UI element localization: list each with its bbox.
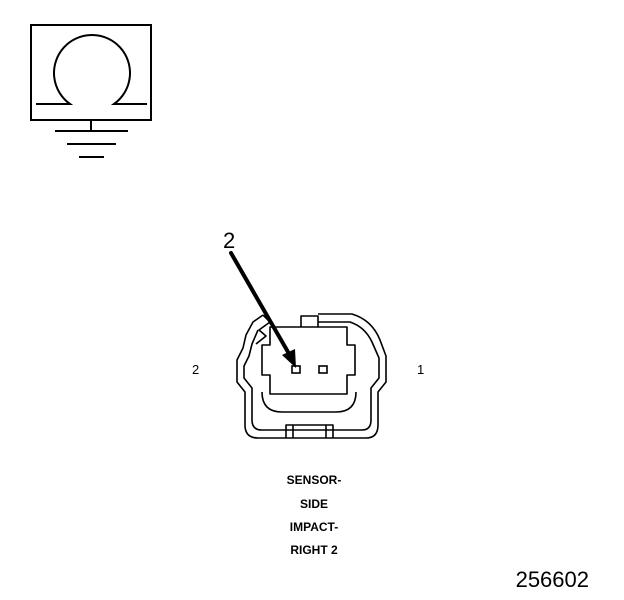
connector-bottom-latch: [285, 424, 334, 438]
omega-symbol: [36, 34, 147, 105]
connector-housing-inner: [243, 321, 380, 431]
ohmmeter-ground-icon: [30, 24, 152, 158]
arrow-head: [282, 349, 296, 368]
connector-latch-break: [255, 314, 271, 345]
caption-line-3: IMPACT-: [290, 520, 338, 534]
cavity-floor: [261, 391, 357, 413]
figure-id: 256602: [516, 567, 589, 592]
callout-number: 2: [223, 228, 235, 253]
pin-label-left: 2: [192, 362, 199, 377]
connector-body: [236, 313, 387, 439]
callout-arrow: [229, 251, 296, 368]
caption-line-4: RIGHT 2: [290, 543, 338, 557]
terminal-pin-1: [318, 365, 328, 374]
connector-top-key: [300, 315, 319, 327]
symbol-frame: [30, 24, 152, 121]
pin-label-right: 1: [417, 362, 424, 377]
caption-line-2: SIDE: [300, 497, 328, 511]
terminal-pin-2: [291, 365, 301, 374]
connector-housing-outer: [236, 313, 387, 439]
terminal-cavity: [261, 326, 356, 395]
caption-line-1: SENSOR-: [287, 473, 342, 487]
connector-caption: SENSOR- SIDE IMPACT- RIGHT 2: [287, 473, 342, 557]
